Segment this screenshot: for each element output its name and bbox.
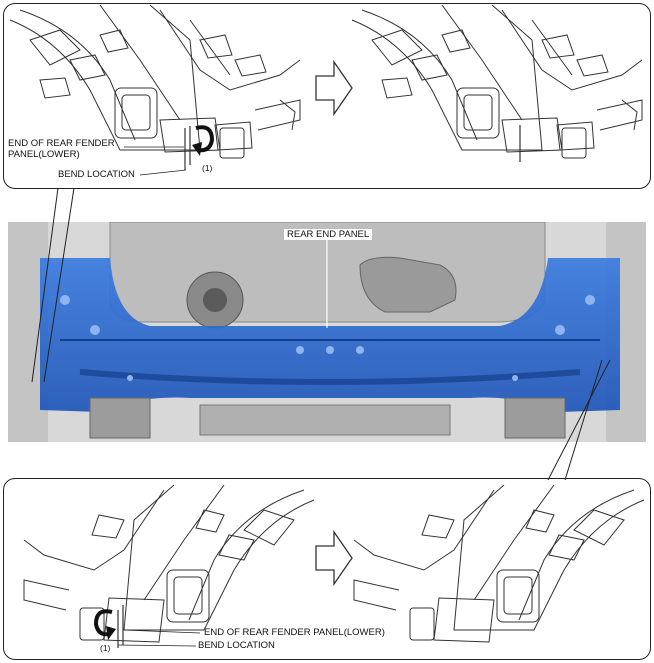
bend-arrow-icon [93, 609, 116, 640]
step-marker-label: (1) [202, 163, 213, 173]
end-label-line-2: PANEL(LOWER) [8, 149, 80, 160]
end-of-rear-fender-label: END OF REAR FENDER PANEL(LOWER) [8, 138, 138, 160]
bend-location-label: BEND LOCATION [198, 640, 275, 651]
top-leaders [124, 146, 187, 176]
right-arrow-icon [315, 59, 353, 117]
bottom-line-art [23, 484, 645, 648]
end-of-rear-fender-label: END OF REAR FENDER PANEL(LOWER) [204, 627, 385, 638]
bottom-leaders [117, 629, 201, 647]
rear-end-panel-label: REAR END PANEL [284, 229, 373, 240]
bend-arrow-icon [192, 125, 215, 156]
bend-location-label: BEND LOCATION [58, 169, 135, 180]
step-marker-label: (1) [100, 643, 111, 653]
zoom-lines [31, 187, 611, 481]
top-line-art [9, 5, 643, 170]
end-label-line-1: END OF REAR FENDER [8, 138, 115, 149]
rear-end-photo [8, 222, 646, 442]
right-arrow-icon [315, 529, 353, 587]
